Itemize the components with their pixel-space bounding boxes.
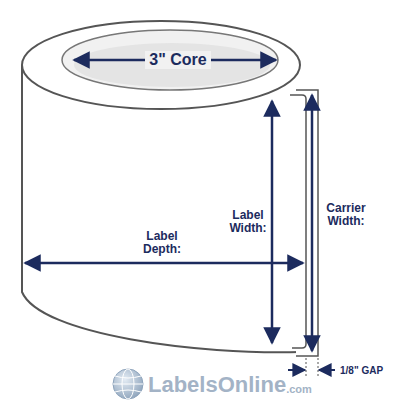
gap-dimension: 1/8" GAP (340, 365, 383, 376)
core-opening (62, 30, 278, 90)
core-inside (74, 43, 270, 87)
core-dimension: 3" Core (145, 51, 210, 69)
dimension-label: Label Depth: (136, 230, 188, 256)
gap-tick (306, 358, 307, 378)
dimension-label: Carrier Width: (318, 202, 374, 228)
logo-suffix: .com (286, 383, 312, 395)
gap-tick (318, 358, 319, 378)
label-depth-arrow (25, 262, 303, 265)
gap-arrow (319, 369, 335, 371)
label-edge (290, 95, 306, 348)
logo-globe (113, 369, 143, 399)
logo-text: LabelsOnline (148, 373, 286, 397)
gap-arrow (288, 369, 305, 371)
carrier-width-arrow (311, 95, 314, 351)
roll-top (22, 21, 300, 109)
label-width-arrow (271, 101, 274, 343)
dimension-label: Label Width: (223, 209, 273, 235)
